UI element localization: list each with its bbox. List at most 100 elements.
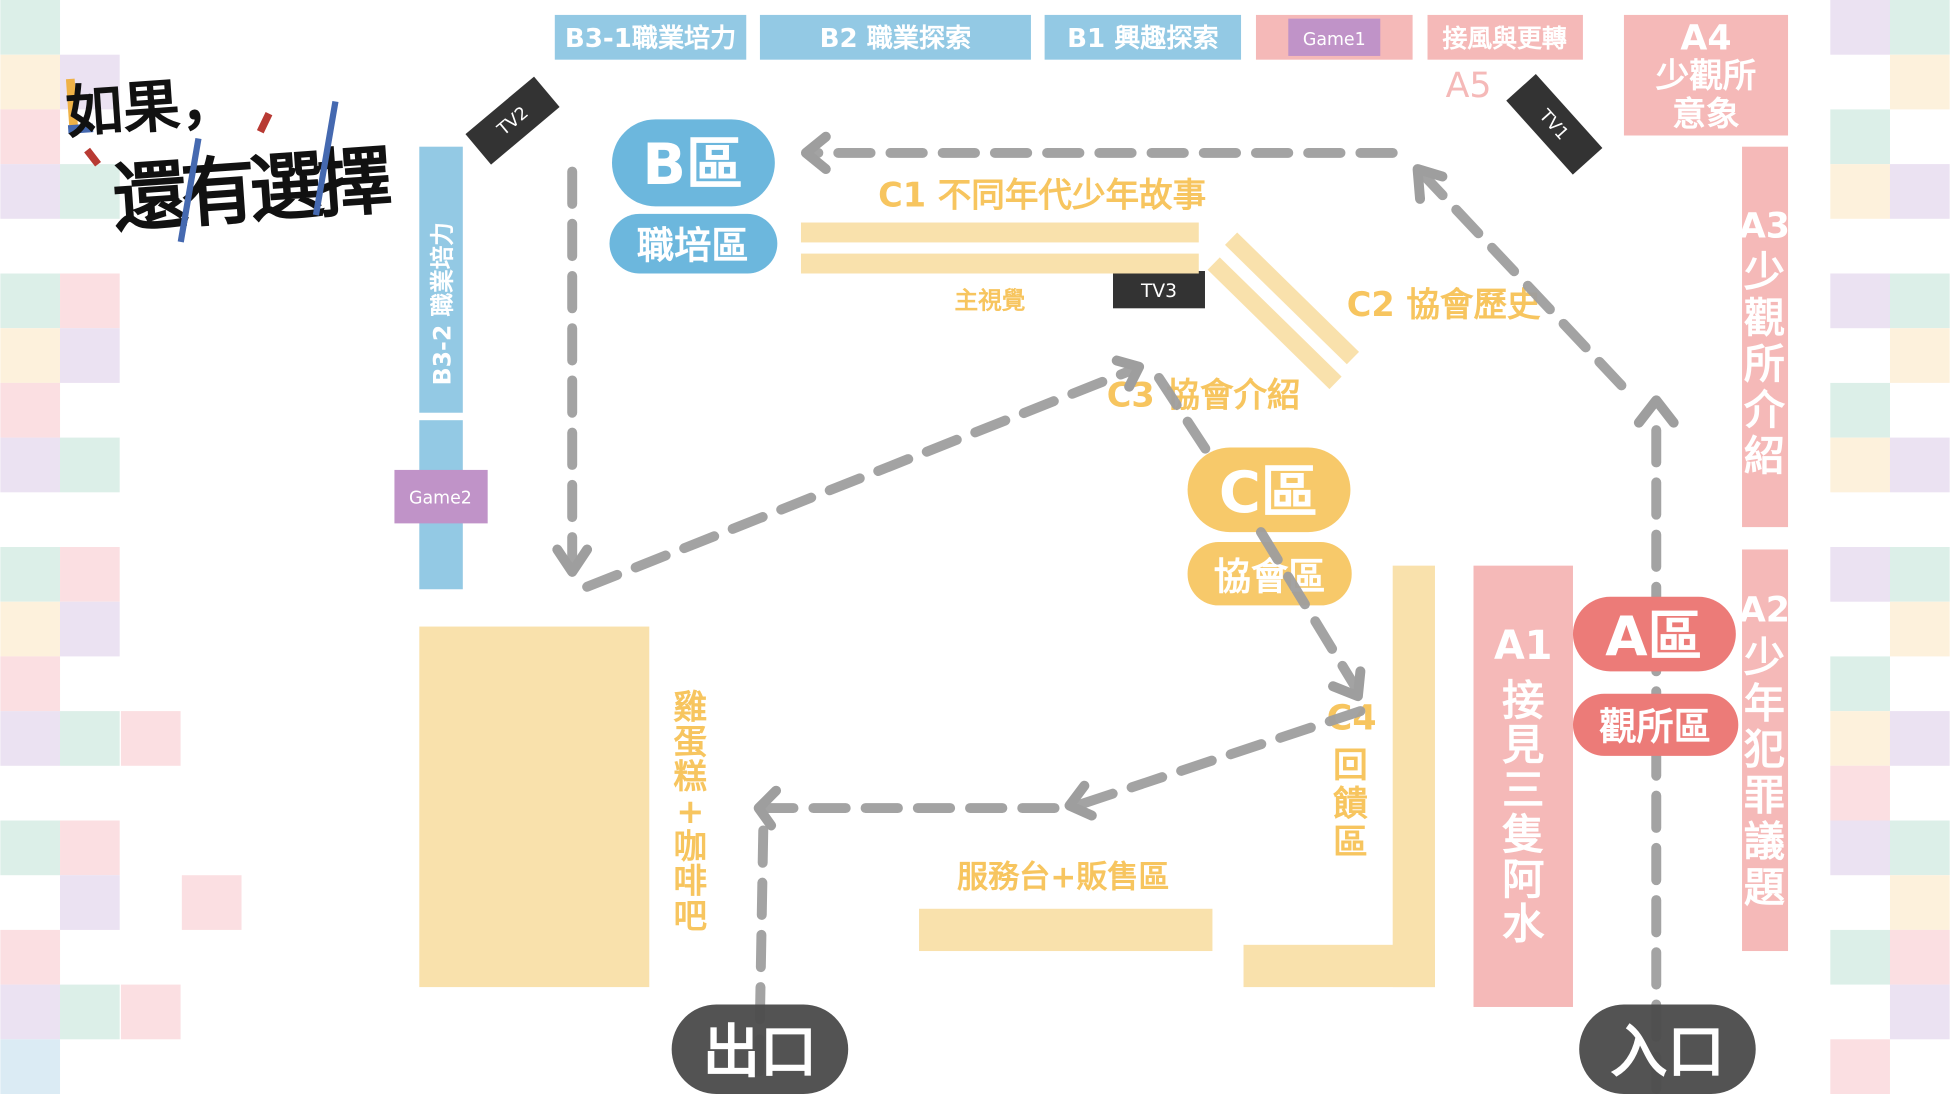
zone-a1[interactable] <box>1473 565 1573 1007</box>
zone-a2[interactable] <box>1742 549 1789 952</box>
logo-accent <box>312 100 339 216</box>
checker-cell <box>1889 711 1950 766</box>
checker-cell <box>60 437 120 493</box>
service-counter[interactable] <box>919 908 1213 952</box>
route-segment <box>1154 372 1363 697</box>
vertical-char: 少 <box>1744 248 1785 296</box>
vertical-char: 介 <box>1744 386 1786 434</box>
a5-sign-label: 接風與更轉 <box>1442 24 1566 53</box>
checker-cell <box>0 109 61 165</box>
checker-cell <box>0 0 61 55</box>
zone-b2[interactable] <box>759 14 1031 60</box>
vertical-char: + <box>676 792 704 831</box>
b-zone-label: B區 <box>642 132 743 198</box>
c1-label: C1 不同年代少年故事 <box>878 175 1206 214</box>
checker-cell <box>1830 820 1890 876</box>
b-zone-sub-badge <box>609 213 778 274</box>
c2-wall-2 <box>1207 257 1342 390</box>
arrow-left-icon <box>753 785 782 831</box>
checker-cell <box>1889 601 1950 657</box>
arrow-up-icon <box>1633 395 1679 428</box>
checker-cell <box>0 382 61 438</box>
arrow-down-icon <box>1328 666 1366 702</box>
zone-b1[interactable] <box>1044 14 1242 60</box>
vertical-char: 阿 <box>1502 855 1544 904</box>
c4-wall-vertical <box>1392 565 1435 988</box>
logo-accent <box>65 78 79 136</box>
checker-cell <box>1830 382 1890 438</box>
game1-station[interactable] <box>1288 18 1381 56</box>
vertical-char: 所 <box>1744 340 1785 388</box>
c-zone-sub-badge <box>1187 542 1352 606</box>
checker-cell <box>1830 273 1890 329</box>
route-segment <box>1071 706 1366 811</box>
checker-cell <box>60 820 120 876</box>
checker-cell <box>181 875 242 930</box>
checker-cell <box>60 547 120 602</box>
c1-wall-2 <box>800 253 1199 274</box>
checker-cell <box>1889 273 1950 329</box>
arrow-left-icon <box>800 131 831 175</box>
cafe-area[interactable] <box>419 626 650 988</box>
vertical-char: 糕 <box>674 757 708 796</box>
c4-sub-label: 回饋區 <box>1333 746 1368 863</box>
checker-cell <box>1889 54 1950 110</box>
checker-cell <box>0 547 61 602</box>
tv2-screen[interactable]: TV2 <box>465 76 560 165</box>
checker-cell <box>1830 1039 1890 1094</box>
vertical-char: 隻 <box>1502 810 1544 859</box>
route-segment <box>582 364 1140 592</box>
arrow-icon <box>1412 164 1448 204</box>
exhibition-logo: 如果， 還有選擇 <box>64 69 396 243</box>
tv1-screen[interactable]: TV1 <box>1506 74 1603 175</box>
checker-cell <box>0 164 61 219</box>
zone-b3-1[interactable] <box>554 14 747 60</box>
tv3-screen[interactable] <box>1112 271 1205 309</box>
vertical-char: 接 <box>1502 676 1544 725</box>
checker-cell <box>60 273 120 329</box>
exit-marker[interactable] <box>671 1004 849 1094</box>
c2-label: C2 協會歷史 <box>1347 285 1541 324</box>
logo-arrow-icon <box>84 112 273 167</box>
zone-a5-sign[interactable] <box>1427 14 1583 60</box>
game1-label: Game1 <box>1303 30 1366 50</box>
zone-b3-1-label: B3-1職業培力 <box>565 24 736 54</box>
game2-station[interactable] <box>394 469 488 524</box>
checker-cell <box>60 711 120 766</box>
checker-cell <box>60 601 120 657</box>
checker-cell <box>0 54 61 110</box>
arrow-icon <box>1064 780 1097 821</box>
vertical-char: 啡 <box>674 862 708 901</box>
c-zone-sub-label: 協會區 <box>1214 554 1326 598</box>
checker-cell <box>0 656 61 712</box>
checker-cell <box>60 164 120 219</box>
vertical-char: 三 <box>1502 765 1544 814</box>
zone-a4[interactable] <box>1623 14 1789 136</box>
vertical-char: 觀 <box>1744 294 1785 342</box>
checker-cell <box>0 711 61 766</box>
logo-accent <box>67 123 94 134</box>
c1-wall-1 <box>800 222 1199 243</box>
a-zone-sub-label: 觀所區 <box>1599 705 1711 749</box>
c4-wall-horizontal <box>1243 944 1435 988</box>
checker-cell <box>1889 437 1950 493</box>
a4-line1: 少觀所 <box>1656 56 1757 95</box>
a1-code: A1 <box>1494 623 1552 669</box>
checker-cell <box>0 601 61 657</box>
b-zone-badge <box>611 119 775 207</box>
exit-label: 出口 <box>703 1020 817 1086</box>
b-zone-sub-label: 職培區 <box>637 224 749 268</box>
entrance-label: 入口 <box>1610 1020 1724 1086</box>
entrance-marker[interactable] <box>1579 1004 1756 1094</box>
zone-b3-2[interactable] <box>419 146 463 413</box>
a4-code: A4 <box>1680 19 1731 59</box>
checker-cell <box>1889 929 1950 985</box>
checker-cell <box>0 328 61 383</box>
checker-cell <box>1889 875 1950 930</box>
zone-a3[interactable] <box>1742 146 1789 528</box>
logo-line1: 如果， <box>64 69 240 147</box>
vertical-char: 紹 <box>1744 432 1785 480</box>
